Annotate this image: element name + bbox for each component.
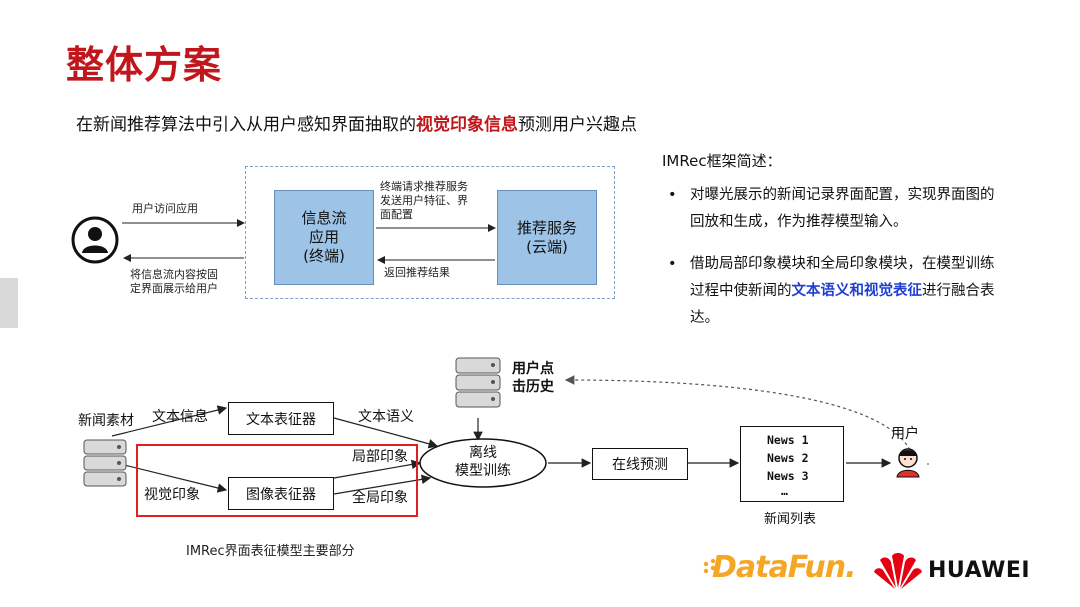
offline-training-node <box>419 438 547 488</box>
text-encoder-box: 文本表征器 <box>228 402 334 435</box>
request-label-2: 发送用户特征、界 <box>380 194 468 207</box>
client-box-line: 信息流 <box>301 209 347 227</box>
subtitle: 在新闻推荐算法中引入从用户感知界面抽取的视觉印象信息预测用户兴趣点 <box>76 110 637 135</box>
client-app-box: 信息流应用(终端) <box>274 190 374 285</box>
subtitle-suffix: 预测用户兴趣点 <box>518 115 637 135</box>
database-icon-history <box>455 357 501 408</box>
arrow-user-to-history <box>564 375 911 451</box>
client-box-line: (终端) <box>303 247 345 265</box>
return-label: 返回推荐结果 <box>384 266 450 279</box>
news-list-box: News 1 News 2 News 3 … <box>740 426 844 502</box>
arrow-global-impression <box>333 474 432 495</box>
news-item: News 3 <box>767 469 809 483</box>
news-item: News 1 <box>767 433 809 447</box>
user-person-icon <box>896 448 929 478</box>
panel-title: IMRec框架简述： <box>662 152 782 170</box>
request-label-1: 终端请求推荐服务 <box>380 180 468 193</box>
server-box-line: 推荐服务 <box>516 218 577 237</box>
huawei-logo-text: HUAWEI <box>928 558 1031 583</box>
click-history-label: 用户点 击历史 <box>512 360 554 396</box>
global-impression-label: 全局印象 <box>352 490 408 506</box>
bullet-1: • 对曝光展示的新闻记录界面配置，实现界面图的回放和生成，作为推荐模型输入。 <box>668 182 1008 238</box>
bullet-2: • 借助局部印象模块和全局印象模块，在模型训练过程中使新闻的文本语义和视觉表征进… <box>668 251 1008 335</box>
text-semantics-label: 文本语义 <box>358 409 414 425</box>
client-box-line: 应用 <box>308 228 339 246</box>
bullet-1-text: 对曝光展示的新闻记录界面配置，实现界面图的回放和生成，作为推荐模型输入。 <box>690 187 995 230</box>
user-label: 用户 <box>891 426 919 442</box>
online-predict-box: 在线预测 <box>592 448 688 480</box>
visit-label: 用户访问应用 <box>132 202 198 215</box>
visual-impression-label: 视觉印象 <box>144 487 200 503</box>
bullet-2-highlight: 文本语义和视觉表征 <box>791 283 923 299</box>
left-side-tab <box>0 278 18 328</box>
request-label-3: 面配置 <box>380 208 413 221</box>
datafun-dots-icon <box>703 558 716 574</box>
bullet-dot: • <box>668 256 677 272</box>
arrow-to-image-encoder <box>111 461 228 493</box>
bullet-2-part: 进行融合表达。 <box>690 283 995 326</box>
click-history-line: 用户点 <box>512 361 554 377</box>
arrow-to-text-encoder <box>111 405 228 437</box>
click-history-line: 击历史 <box>512 379 554 395</box>
server-service-box: 推荐服务(云端) <box>497 190 597 285</box>
imrec-core-frame <box>136 444 418 517</box>
display-label-2: 定界面展示给用户 <box>130 282 218 295</box>
subtitle-highlight: 视觉印象信息 <box>416 115 518 135</box>
bullet-2-text: 借助局部印象模块和全局印象模块，在模型训练过程中使新闻的文本语义和视觉表征进行融… <box>690 251 1008 332</box>
offline-training-line: 模型训练 <box>455 463 511 479</box>
database-icon-news <box>83 439 127 487</box>
local-impression-label: 局部印象 <box>352 449 408 465</box>
text-info-label: 文本信息 <box>152 409 208 425</box>
image-encoder-box: 图像表征器 <box>228 477 334 510</box>
arrow-local-impression <box>333 459 422 479</box>
news-item: News 2 <box>767 451 809 465</box>
display-label-1: 将信息流内容按固 <box>130 268 218 281</box>
offline-training-line: 离线 <box>469 445 497 461</box>
system-frame <box>245 166 615 299</box>
offline-training-label: 离线 模型训练 <box>440 444 526 480</box>
arrow-text-semantics <box>333 417 439 449</box>
diagram-caption: IMRec界面表征模型主要部分 <box>186 544 355 559</box>
news-list-label: 新闻列表 <box>764 512 817 527</box>
datafun-logo: DataFun. <box>712 550 856 585</box>
server-box-line: (云端) <box>526 237 568 256</box>
news-material-label: 新闻素材 <box>78 413 134 429</box>
bullet-2-part: 借助局部印象模块和全局印象模块，在模型训练过程中使新闻的 <box>690 256 995 299</box>
subtitle-prefix: 在新闻推荐算法中引入从用户感知界面抽取的 <box>76 115 416 135</box>
huawei-flower-icon <box>874 553 922 589</box>
page-title: 整体方案 <box>66 43 223 87</box>
bullet-dot: • <box>668 187 677 203</box>
news-item: … <box>781 484 788 498</box>
user-avatar-icon <box>71 216 119 264</box>
